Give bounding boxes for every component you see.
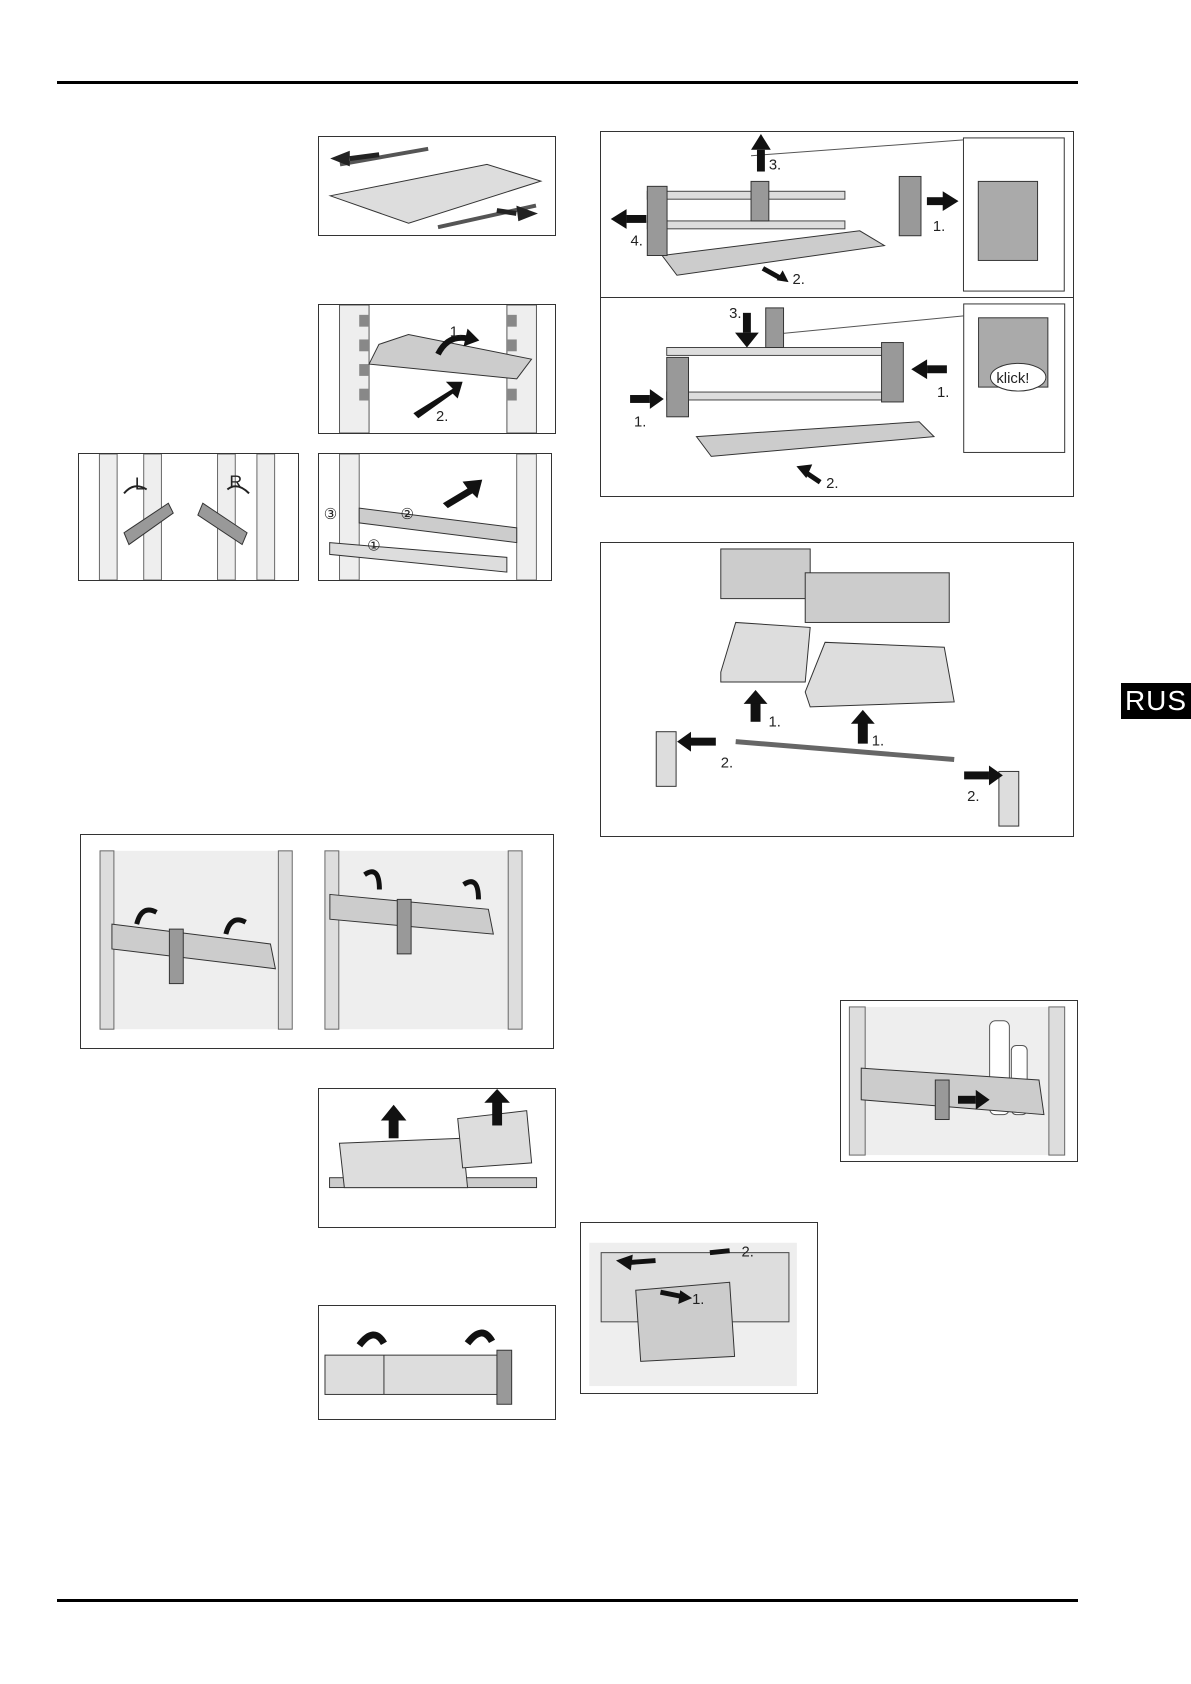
- figure-shelf-rails: [318, 136, 556, 236]
- label-step-1: 1.: [933, 219, 945, 235]
- bottom-rule: [57, 1599, 1078, 1602]
- label-step-2b: 2.: [967, 789, 979, 805]
- figure-door-rack-remove: 3. 4. 1. 2.: [600, 131, 1074, 298]
- label-circle-1: ①: [367, 538, 380, 554]
- label-circle-2: ②: [401, 507, 414, 523]
- label-step-4: 4.: [631, 234, 643, 250]
- figure-door-bins-rod: 1. 1. 2. 2.: [600, 542, 1074, 837]
- label-step-1a: 1.: [768, 715, 780, 731]
- figure-shelf-insert: 1. 2.: [318, 304, 556, 434]
- top-rule: [57, 81, 1078, 84]
- figure-door-rack-hooks: [80, 834, 554, 1049]
- label-step-1b: 1.: [872, 734, 884, 750]
- label-step-3: 3.: [729, 306, 741, 322]
- label-step-1: 1.: [692, 1292, 704, 1308]
- figure-bins-tilt: [318, 1305, 556, 1420]
- figure-drawer-remove: 2. 1.: [580, 1222, 818, 1394]
- label-step-2: 2.: [742, 1245, 754, 1261]
- label-step-3: 3.: [769, 158, 781, 174]
- figure-door-rack-install: klick! 3. 1. 1. 2.: [600, 297, 1074, 497]
- label-right: R: [229, 471, 242, 491]
- figure-bottle-holder: [840, 1000, 1078, 1162]
- figure-hinge-lr: L R: [78, 453, 299, 581]
- label-circle-3: ③: [324, 507, 337, 523]
- label-step-1b: 1.: [937, 385, 949, 401]
- label-step-2a: 2.: [721, 755, 733, 771]
- label-klick: klick!: [996, 371, 1029, 387]
- label-step-2: 2.: [436, 409, 448, 425]
- label-step-1: 1.: [450, 325, 462, 341]
- label-left: L: [135, 473, 145, 493]
- label-step-1a: 1.: [634, 415, 646, 431]
- language-badge: RUS: [1121, 683, 1191, 719]
- figure-shelf-numbered: ② ① ③: [318, 453, 552, 581]
- label-step-2: 2.: [793, 272, 805, 288]
- label-step-2: 2.: [826, 476, 838, 492]
- figure-bins-lift: [318, 1088, 556, 1228]
